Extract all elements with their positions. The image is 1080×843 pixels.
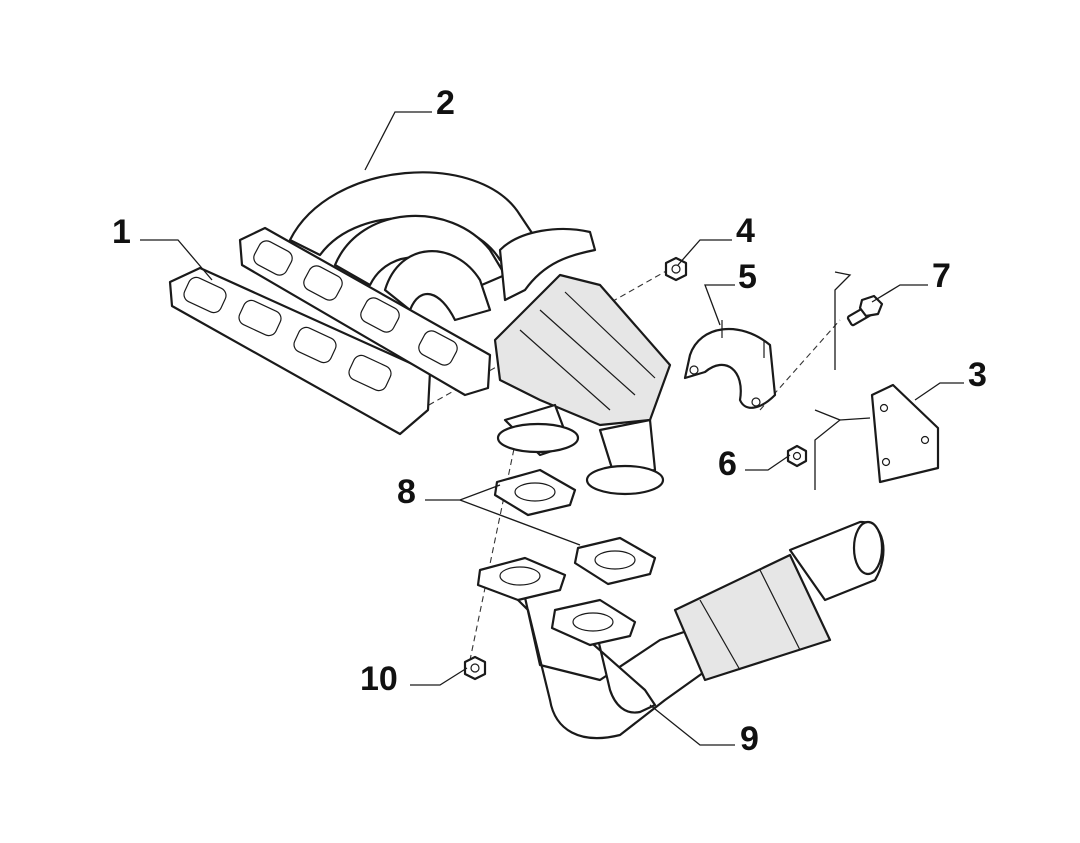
- callout-6: 6: [718, 445, 737, 483]
- part-1-manifold-gasket[interactable]: [168, 266, 432, 436]
- callout-2: 2: [436, 84, 455, 122]
- callout-5: 5: [738, 258, 757, 296]
- part-8-flange-gaskets[interactable]: [493, 468, 657, 586]
- part-10-nut[interactable]: [463, 655, 487, 681]
- part-5-bracket[interactable]: [683, 320, 777, 409]
- part-2-exhaust-manifold[interactable]: [238, 171, 672, 496]
- part-6-nut[interactable]: [786, 444, 808, 468]
- part-3-support-plate[interactable]: [870, 383, 940, 484]
- part-9-front-pipe[interactable]: [476, 520, 885, 740]
- callout-3: 3: [968, 356, 987, 394]
- callout-1: 1: [112, 213, 131, 251]
- callout-9: 9: [740, 720, 759, 758]
- callout-8: 8: [397, 473, 416, 511]
- callout-4: 4: [736, 212, 755, 250]
- callout-10: 10: [360, 660, 398, 698]
- part-7-bolt[interactable]: [846, 294, 884, 327]
- callout-7: 7: [932, 257, 951, 295]
- leader-lines: [140, 111, 964, 746]
- part-4-nut[interactable]: [664, 256, 688, 282]
